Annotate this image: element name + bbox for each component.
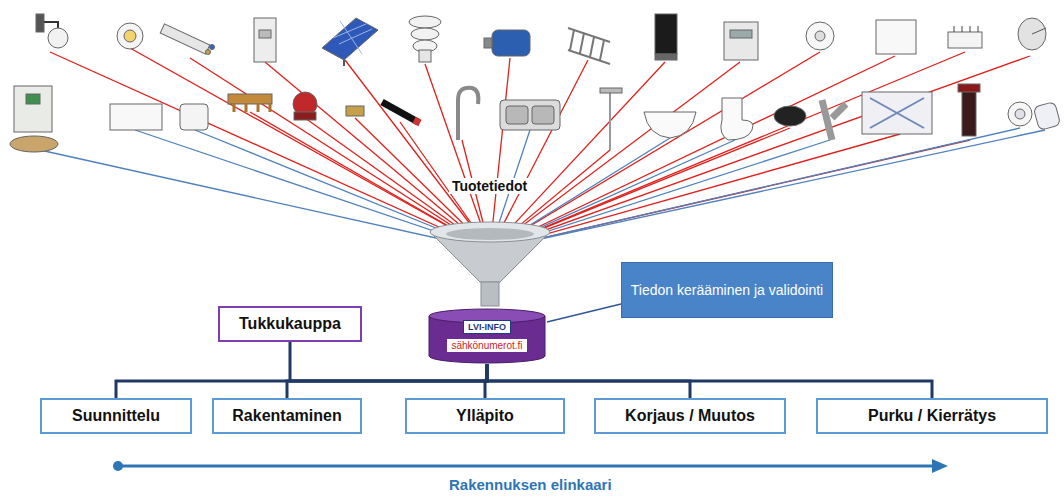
leader-line (547, 304, 621, 322)
lifecycle-arrow (113, 459, 948, 473)
phase-box: Ylläpito (405, 398, 565, 434)
funnel (430, 222, 550, 306)
site-tag: sähkönumerot.fi (447, 339, 526, 352)
tree-connector (487, 364, 932, 398)
product-lines (40, 48, 1045, 250)
phase-box: Suunnittelu (40, 398, 192, 434)
axis-label: Rakennuksen elinkaari (446, 476, 615, 493)
box-text: Suunnittelu (72, 407, 160, 425)
section-label: Tuotetiedot (449, 178, 530, 194)
phase-box: Purku / Kierrätys (816, 398, 1048, 434)
tree-connector (116, 364, 487, 398)
wholesale-box: Tukkukauppa (218, 306, 362, 342)
database-cylinder: LVI-INFO sähkönumerot.fi (428, 308, 546, 364)
phase-box: Korjaus / Muutos (594, 398, 786, 434)
box-text: Tukkukauppa (239, 315, 341, 333)
tree-connector (287, 364, 487, 398)
box-text: Purku / Kierrätys (868, 407, 996, 425)
box-text: Ylläpito (456, 407, 514, 425)
cylinder-outline (428, 308, 546, 364)
box-text: Rakentaminen (232, 407, 341, 425)
brand-tag: LVI-INFO (463, 320, 511, 334)
box-text: Korjaus / Muutos (625, 407, 755, 425)
callout-box: Tiedon kerääminen ja validointi (621, 262, 833, 318)
box-text: Tiedon kerääminen ja validointi (623, 281, 831, 300)
phase-box: Rakentaminen (212, 398, 362, 434)
